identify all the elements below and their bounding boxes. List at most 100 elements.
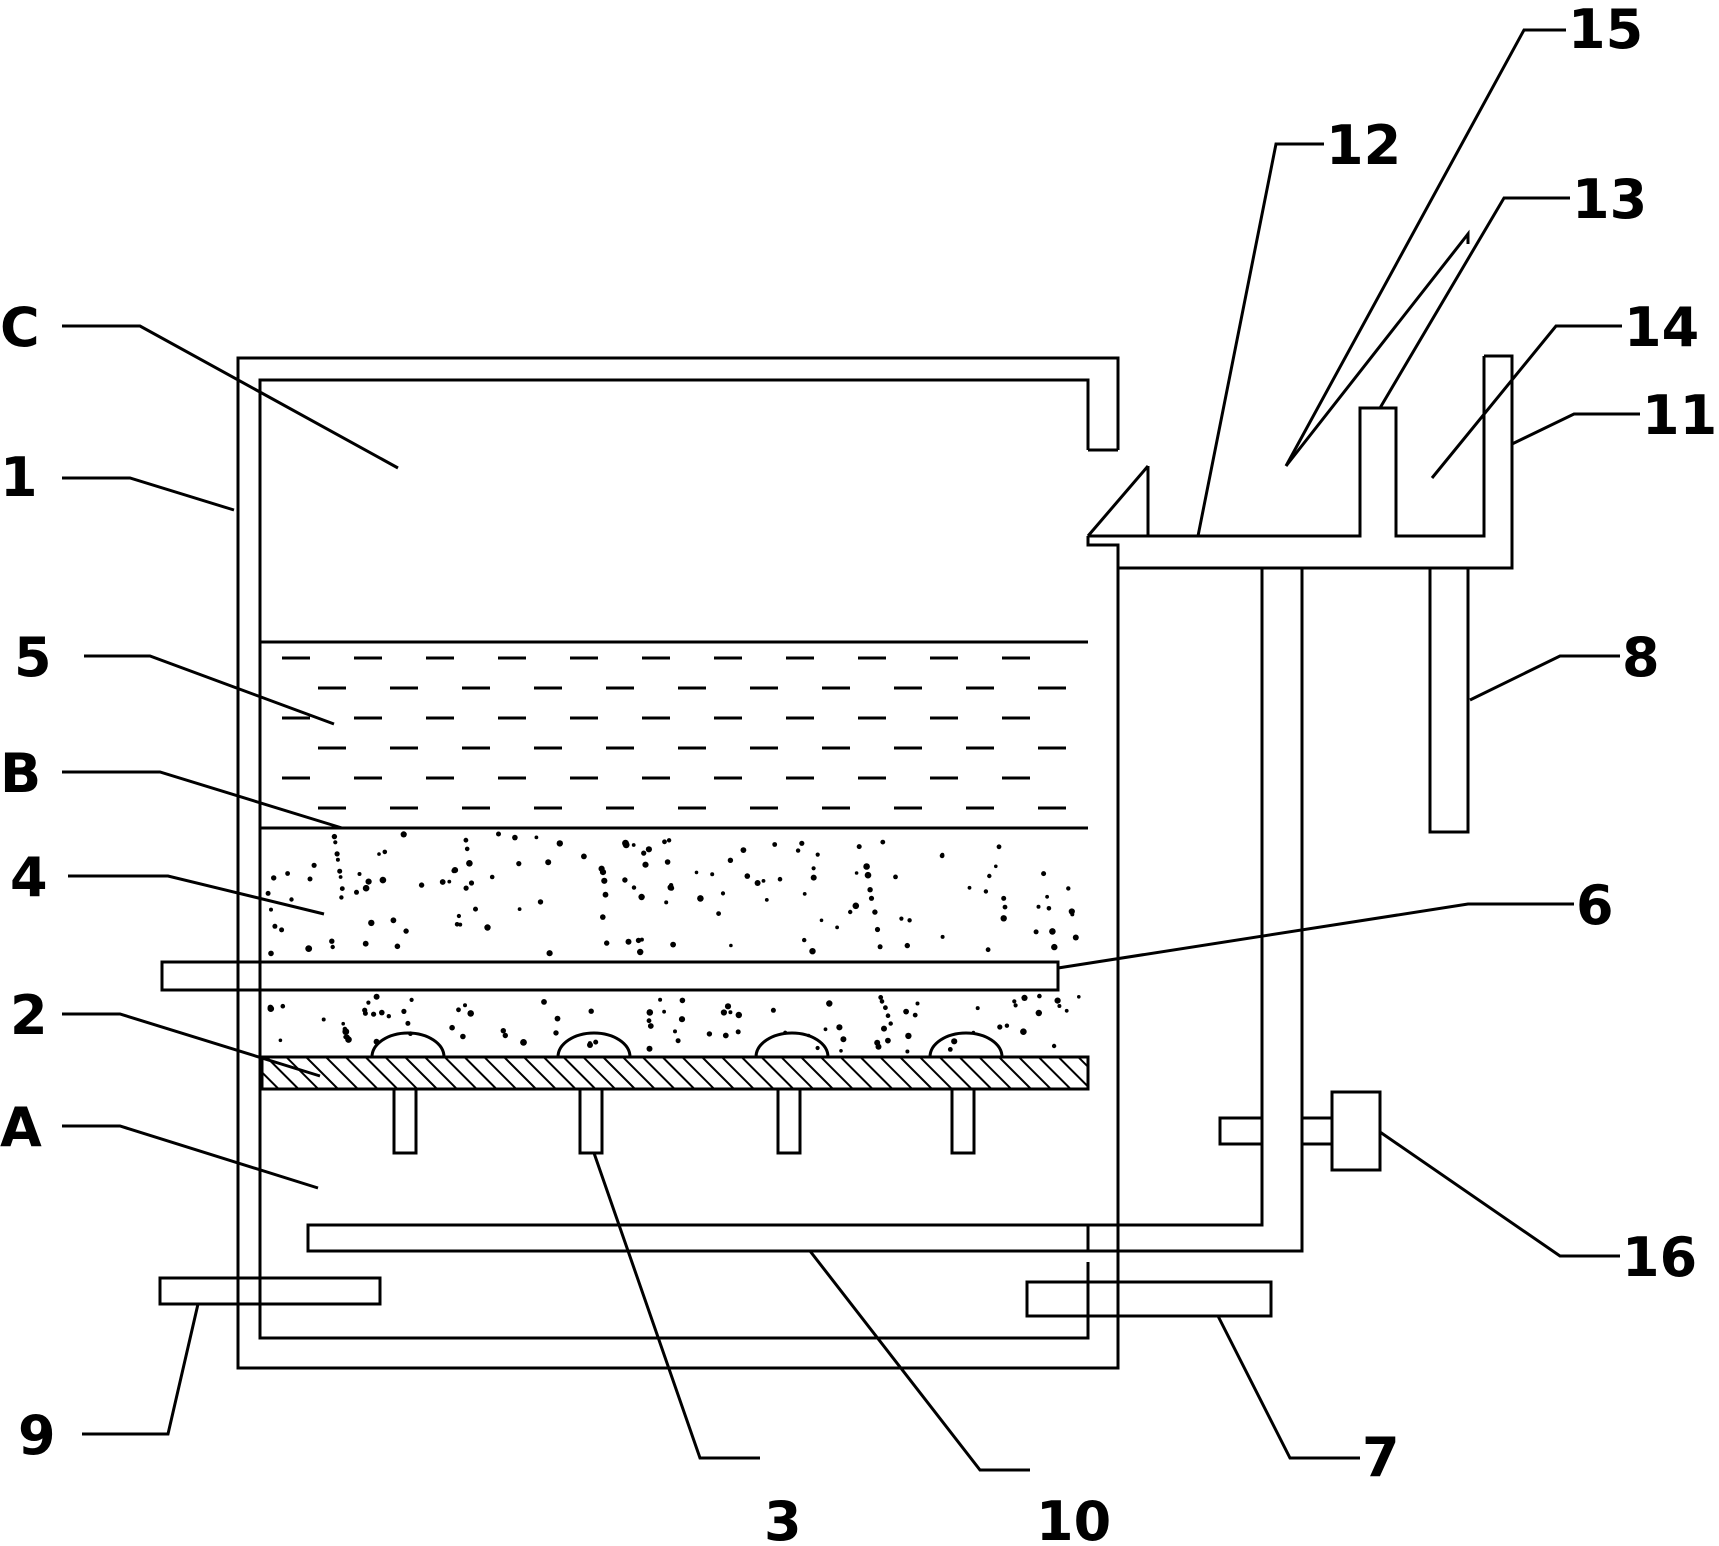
tank-inner-wall: [258, 378, 1090, 1340]
particle: [362, 884, 370, 892]
particle: [728, 1010, 733, 1015]
particle: [740, 847, 747, 853]
particle: [637, 948, 644, 956]
particle: [848, 909, 853, 915]
particle: [646, 1045, 653, 1052]
particle: [878, 995, 884, 1000]
particle: [864, 871, 872, 879]
particle: [447, 879, 452, 884]
label-C: C: [0, 296, 40, 359]
particle: [839, 1049, 843, 1053]
water-layer-5: [282, 656, 1066, 810]
particle: [454, 922, 460, 927]
nozzle-3: [392, 1087, 418, 1155]
particle: [819, 918, 824, 923]
particle: [1049, 928, 1056, 935]
nozzle-3: [578, 1087, 604, 1155]
distribution-pipe-10: [306, 1223, 1090, 1253]
particle: [811, 866, 816, 871]
label-8: 8: [1622, 626, 1660, 689]
leader-9: [82, 1303, 200, 1436]
leader-2: [62, 1012, 321, 1078]
label-10: 10: [1036, 1490, 1111, 1546]
label-A: A: [0, 1096, 42, 1159]
particle: [867, 887, 873, 893]
particle: [641, 850, 647, 856]
valve-stem: [1300, 1116, 1334, 1146]
particle: [877, 944, 883, 950]
particle: [879, 999, 885, 1004]
particle: [342, 1028, 350, 1036]
particle: [716, 911, 721, 916]
particle: [473, 906, 478, 912]
inlet-pipe-9: [158, 1276, 382, 1306]
particle: [307, 876, 313, 882]
particle: [694, 870, 699, 875]
dome: [754, 1031, 830, 1058]
particle: [1051, 943, 1058, 951]
particle: [662, 1009, 666, 1014]
particle: [971, 1030, 976, 1035]
particle: [761, 879, 766, 883]
particle: [345, 1036, 352, 1043]
particle: [305, 945, 313, 952]
particle: [1066, 886, 1071, 891]
particle: [678, 1016, 686, 1023]
leader-14: [1430, 324, 1622, 479]
riser-tube: [1088, 568, 1264, 1227]
leader-A: [62, 1124, 319, 1190]
particle: [269, 907, 273, 912]
particle: [382, 849, 388, 855]
particle: [271, 875, 277, 881]
particle: [852, 902, 860, 910]
particle: [520, 1039, 527, 1046]
particle: [840, 1036, 847, 1043]
leader-11: [1511, 412, 1640, 446]
particle: [770, 1007, 776, 1013]
particle: [883, 1005, 888, 1011]
particle: [638, 893, 645, 901]
particle: [994, 864, 998, 869]
particle: [905, 1032, 912, 1040]
particle: [868, 895, 875, 901]
particle: [593, 1039, 599, 1045]
particle: [386, 1014, 391, 1019]
particle: [546, 950, 553, 957]
particle: [334, 851, 340, 857]
particle: [338, 875, 343, 879]
particle: [463, 837, 469, 843]
particle: [1072, 934, 1079, 941]
label-3: 3: [764, 1490, 802, 1546]
particle: [604, 940, 610, 946]
particle: [321, 1017, 326, 1022]
particle: [720, 1009, 728, 1016]
particle: [354, 889, 359, 895]
particle: [735, 1029, 741, 1035]
particle: [907, 918, 912, 923]
particle: [856, 844, 862, 850]
particle: [735, 1011, 742, 1019]
particle: [744, 873, 751, 879]
particle: [645, 846, 653, 853]
particle: [754, 880, 761, 886]
particle: [278, 1038, 283, 1043]
label-1: 1: [0, 446, 38, 509]
particle: [379, 1009, 385, 1016]
particle: [668, 885, 675, 891]
particle: [467, 1010, 475, 1017]
particle: [639, 937, 644, 942]
particle: [996, 844, 1002, 850]
support-plate-2: [260, 1055, 1090, 1091]
particle: [516, 861, 522, 867]
particle: [836, 1024, 843, 1031]
particle: [975, 1006, 980, 1011]
particle: [512, 834, 518, 841]
particle: [675, 1038, 681, 1044]
particle: [809, 948, 816, 955]
particle: [666, 838, 672, 843]
dome: [370, 1031, 446, 1058]
particle: [460, 1033, 466, 1040]
particle: [939, 853, 945, 859]
leader-6: [1057, 902, 1574, 970]
